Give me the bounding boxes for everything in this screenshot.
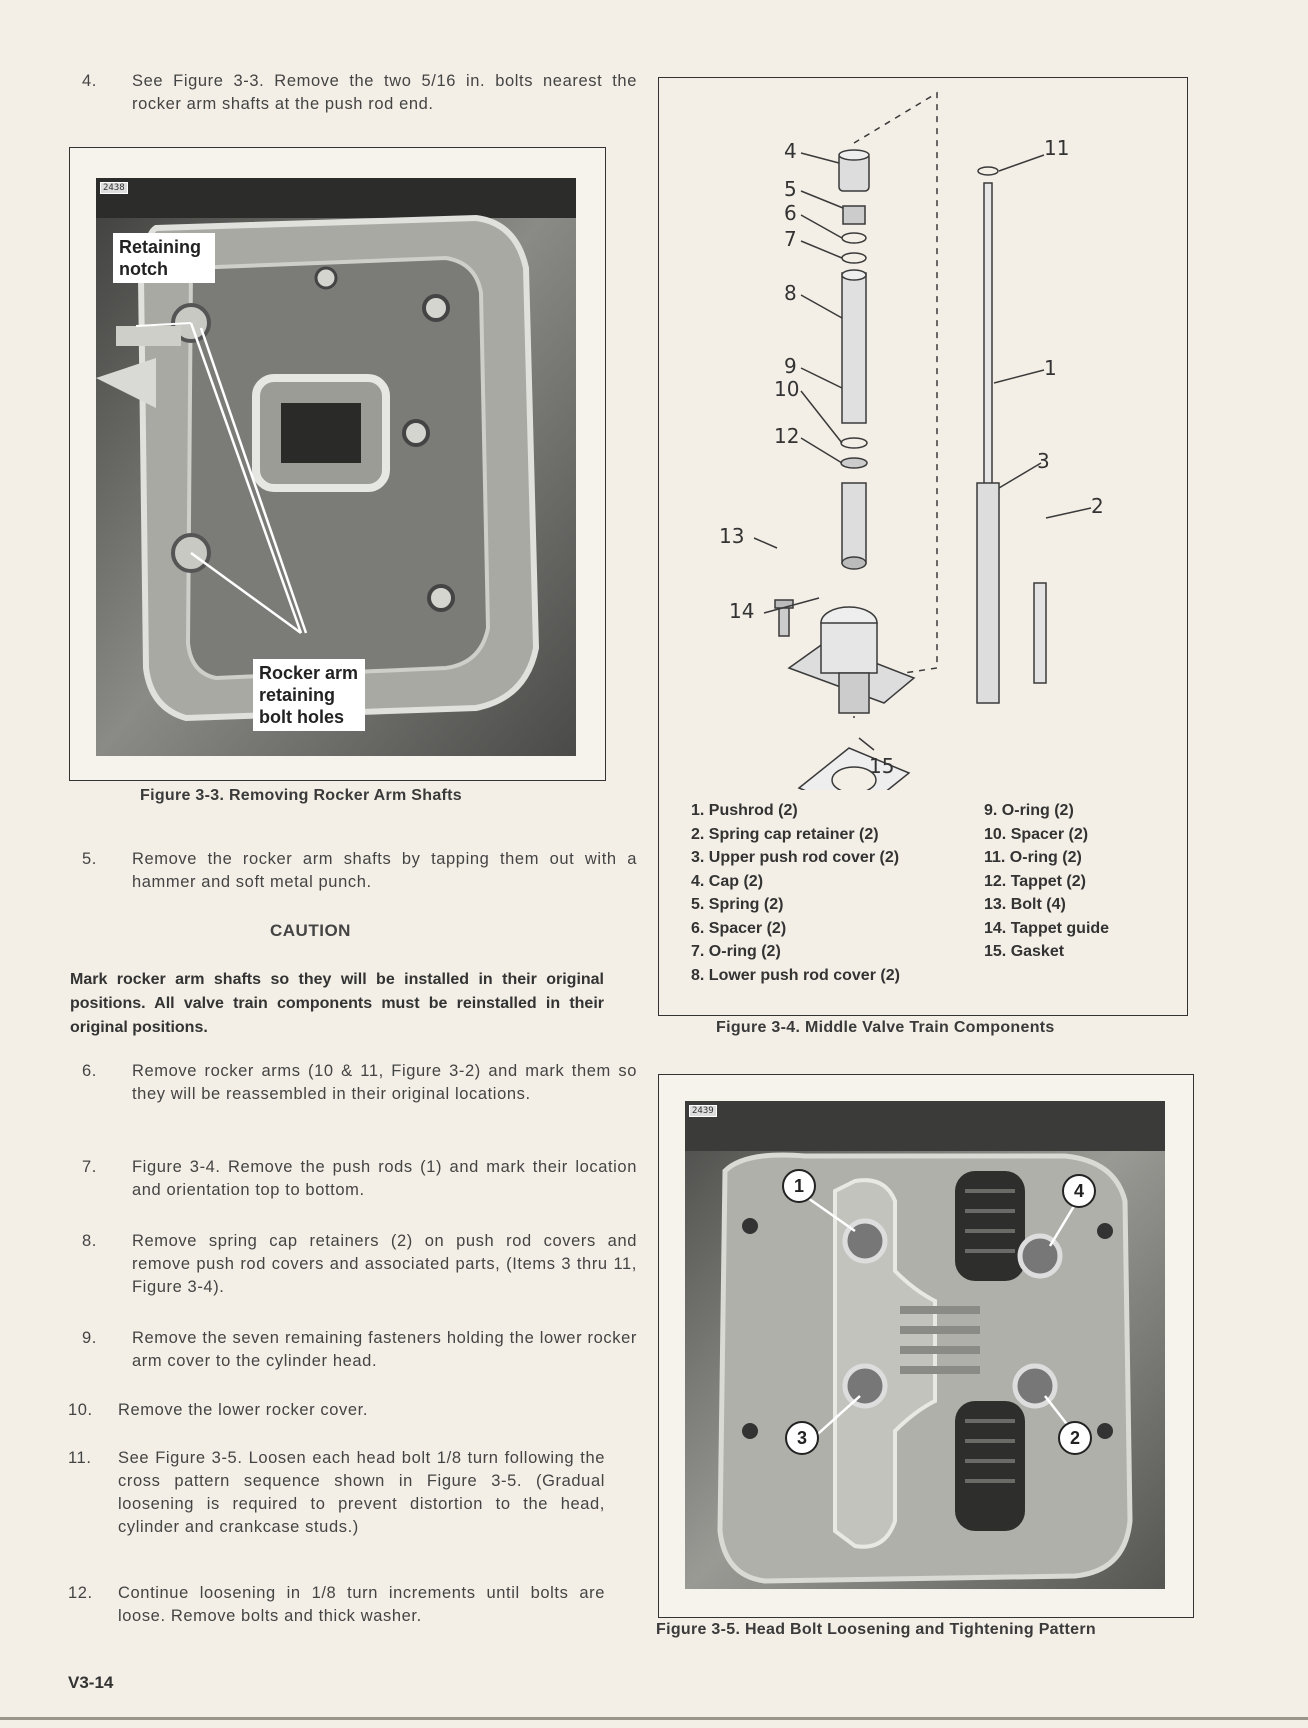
figure-3-5-caption: Figure 3-5. Head Bolt Loosening and Tigh…: [656, 1621, 1096, 1638]
step-4: 4. See Figure 3-3. Remove the two 5/16 i…: [82, 70, 642, 120]
bolt-number-3: 3: [785, 1421, 819, 1455]
page-bottom-rule: [0, 1717, 1308, 1720]
diagram-label: 2: [1091, 494, 1104, 518]
step-text: Remove the rocker arm shafts by tapping …: [132, 850, 637, 891]
legend-item: 8. Lower push rod cover (2): [691, 966, 900, 984]
diagram-label: 13: [719, 524, 744, 548]
step-10: 10. Remove the lower rocker cover.: [68, 1399, 628, 1425]
legend-item: 4. Cap (2): [691, 872, 764, 890]
step-text: Remove the seven remaining fasteners hol…: [132, 1329, 637, 1370]
legend-item: 5. Spring (2): [691, 896, 784, 913]
figure-3-3-photo: 2438 Retaining notch Rocker arm retainin…: [96, 178, 576, 756]
diagram-label: 4: [784, 139, 797, 163]
legend-item: 2. Spring cap retainer (2): [691, 825, 879, 843]
caution-text: Mark rocker arm shafts so they will be i…: [70, 971, 604, 1036]
retaining-notch-callout: Retaining notch: [113, 233, 215, 283]
diagram-label: 1: [1044, 356, 1057, 380]
diagram-label: 11: [1044, 136, 1069, 160]
step-7: 7. Figure 3-4. Remove the push rods (1) …: [82, 1156, 642, 1206]
figure-3-4-frame: 4 5 6 7 8 9 10 12 13 14 15 11 1 3 2 1. P…: [658, 77, 1188, 1016]
diagram-label: 7: [784, 227, 797, 251]
legend-item: 1. Pushrod (2): [691, 802, 798, 819]
step-number: 6.: [82, 1062, 97, 1080]
figure-3-3-caption: Figure 3-3. Removing Rocker Arm Shafts: [140, 787, 462, 804]
step-text: Remove spring cap retainers (2) on push …: [132, 1232, 637, 1296]
step-number: 12.: [68, 1584, 93, 1602]
step-number: 10.: [68, 1401, 93, 1419]
bolt-number-1: 1: [782, 1169, 816, 1203]
page-number: V3-14: [68, 1673, 114, 1692]
caution-heading: CAUTION: [270, 921, 351, 940]
step-number: 9.: [82, 1329, 97, 1347]
diagram-label: 5: [784, 177, 797, 201]
step-number: 11.: [68, 1449, 92, 1467]
bolt-number-4: 4: [1062, 1174, 1096, 1208]
legend-left: 1. Pushrod (2) 2. Spring cap retainer (2…: [691, 799, 900, 987]
step-number: 4.: [82, 72, 97, 90]
step-11: 11. See Figure 3-5. Loosen each head bol…: [68, 1447, 638, 1565]
legend-item: 12. Tappet (2): [984, 872, 1086, 890]
diagram-label: 14: [729, 599, 754, 623]
legend-item: 15. Gasket: [984, 943, 1065, 960]
figure-3-3-frame: 2438 Retaining notch Rocker arm retainin…: [69, 147, 606, 781]
step-8: 8. Remove spring cap retainers (2) on pu…: [82, 1230, 642, 1302]
figure-3-5-frame: 2439 1 4 3 2: [658, 1074, 1194, 1618]
legend-item: 7. O-ring (2): [691, 943, 781, 960]
figure-3-4-caption: Figure 3-4. Middle Valve Train Component…: [716, 1019, 1055, 1036]
photo-id-label: 2439: [689, 1105, 717, 1117]
rocker-cover-image: [96, 178, 576, 756]
legend-item: 14. Tappet guide: [984, 919, 1110, 937]
step-text: Remove the lower rocker cover.: [118, 1401, 369, 1419]
figure-3-5-photo: 2439 1 4 3 2: [685, 1101, 1165, 1589]
step-number: 8.: [82, 1232, 97, 1250]
step-number: 7.: [82, 1158, 97, 1176]
step-text: See Figure 3-3. Remove the two 5/16 in. …: [132, 72, 637, 113]
step-number: 5.: [82, 850, 97, 868]
diagram-label: 9: [784, 354, 797, 378]
step-text: Figure 3-4. Remove the push rods (1) and…: [132, 1158, 637, 1199]
step-text: See Figure 3-5. Loosen each head bolt 1/…: [118, 1449, 605, 1536]
step-text: Continue loosening in 1/8 turn increment…: [118, 1584, 605, 1625]
legend-item: 13. Bolt (4): [984, 896, 1066, 913]
legend-right: 9. O-ring (2) 10. Spacer (2) 11. O-ring …: [984, 799, 1109, 964]
diagram-label: 10: [774, 377, 799, 401]
step-6: 6. Remove rocker arms (10 & 11, Figure 3…: [82, 1060, 642, 1132]
diagram-label: 3: [1037, 449, 1050, 473]
legend-item: 11. O-ring (2): [984, 849, 1082, 866]
legend-item: 6. Spacer (2): [691, 919, 787, 937]
legend-item: 3. Upper push rod cover (2): [691, 849, 900, 866]
valve-train-exploded-diagram: 4 5 6 7 8 9 10 12 13 14 15 11 1 3 2: [719, 91, 1104, 790]
step-12: 12. Continue loosening in 1/8 turn incre…: [68, 1582, 638, 1632]
photo-id-label: 2438: [100, 182, 128, 194]
cylinder-head-image: [685, 1101, 1165, 1589]
diagram-label: 6: [784, 201, 797, 225]
rocker-arm-bolt-holes-callout: Rocker arm retaining bolt holes: [253, 659, 365, 731]
step-9: 9. Remove the seven remaining fasteners …: [82, 1327, 642, 1377]
diagram-label: 12: [774, 424, 799, 448]
step-5: 5. Remove the rocker arm shafts by tappi…: [82, 848, 642, 898]
legend-item: 9. O-ring (2): [984, 802, 1074, 819]
diagram-label: 15: [869, 754, 894, 778]
step-text: Remove rocker arms (10 & 11, Figure 3-2)…: [132, 1062, 637, 1103]
legend-item: 10. Spacer (2): [984, 825, 1089, 843]
diagram-label: 8: [784, 281, 797, 305]
bolt-number-2: 2: [1058, 1421, 1092, 1455]
